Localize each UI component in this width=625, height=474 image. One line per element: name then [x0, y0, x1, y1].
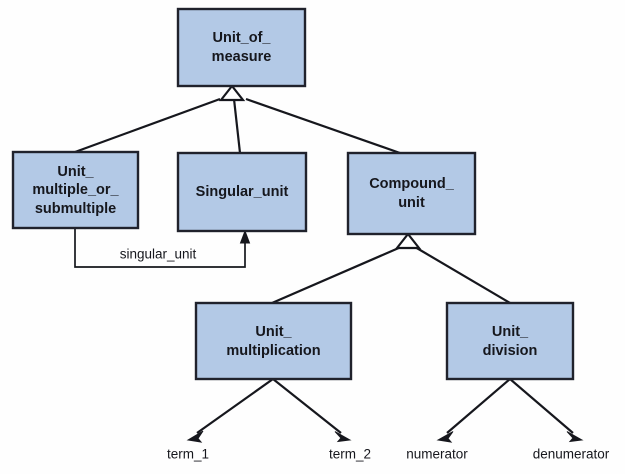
role-line-term-2	[272, 378, 342, 434]
class-rect-unit-of-measure[interactable]	[176, 7, 307, 88]
generalization-group-compound-unit	[271, 232, 511, 305]
class-label-singular-unit: Singular_unit	[196, 184, 289, 200]
generalization-line-singular-to-uom	[232, 98, 242, 154]
class-label-unit-division-line1: Unit_	[492, 324, 529, 340]
role-arrowhead-term-1	[186, 430, 204, 443]
class-box-singular-unit[interactable]: Singular_unit	[176, 151, 308, 233]
class-label-unit-multiplication-line2: multiplication	[226, 343, 320, 359]
role-line-term-1	[196, 378, 274, 434]
role-line-numerator	[446, 378, 511, 434]
generalization-triangle-unit-of-measure	[218, 84, 246, 102]
generalization-line-multiple-to-uom	[74, 97, 221, 154]
class-box-compound-unit[interactable]: Compound_ unit	[346, 151, 477, 236]
role-arrowhead-denumerator	[566, 431, 584, 443]
generalization-group-unit-of-measure	[74, 84, 401, 155]
association-line-singular-unit	[74, 228, 246, 268]
role-arrows-unit-division	[436, 378, 584, 443]
class-rect-compound-unit[interactable]	[346, 151, 477, 236]
class-label-unit-multiplication-line1: Unit_	[255, 324, 292, 340]
class-label-compound-unit-line1: Compound_	[369, 176, 455, 192]
class-rect-unit-multiplication[interactable]	[194, 301, 353, 381]
class-label-unit-multiple-line2: multiple_or_	[32, 182, 119, 198]
generalization-line-multiplication-to-compound	[271, 245, 402, 305]
class-rect-singular-unit[interactable]	[176, 151, 308, 233]
role-arrowhead-term-2	[334, 431, 352, 443]
class-label-unit-of-measure-line2: measure	[212, 49, 272, 65]
class-label-unit-division-line2: division	[483, 343, 538, 359]
role-label-denumerator: denumerator	[533, 447, 610, 462]
role-line-denumerator	[509, 378, 574, 434]
class-rect-unit-multiple-or-submultiple[interactable]	[11, 150, 140, 230]
generalization-triangle-compound-unit	[394, 232, 422, 250]
association-arrowhead-singular-unit	[239, 229, 251, 244]
class-box-unit-multiple-or-submultiple[interactable]: Unit_ multiple_or_ submultiple	[11, 150, 140, 230]
role-arrows-unit-multiplication	[186, 378, 352, 443]
class-box-unit-division[interactable]: Unit_ division	[445, 301, 575, 381]
association-singular-unit: singular_unit	[74, 228, 251, 268]
class-rect-unit-division[interactable]	[445, 301, 575, 381]
role-label-numerator: numerator	[406, 447, 468, 462]
role-arrowhead-numerator	[436, 431, 454, 443]
generalization-line-division-to-compound	[414, 246, 511, 304]
role-label-term-1: term_1	[167, 447, 209, 462]
association-label-singular-unit: singular_unit	[120, 247, 197, 262]
class-box-unit-of-measure[interactable]: Unit_of_ measure	[176, 7, 307, 88]
generalization-line-compound-to-uom	[245, 97, 401, 155]
class-label-unit-multiple-line1: Unit_	[57, 164, 94, 180]
class-label-compound-unit-line2: unit	[398, 195, 425, 211]
class-label-unit-of-measure-line1: Unit_of_	[213, 30, 272, 46]
class-box-unit-multiplication[interactable]: Unit_ multiplication	[194, 301, 353, 381]
role-label-term-2: term_2	[329, 447, 371, 462]
class-label-unit-multiple-line3: submultiple	[35, 201, 116, 217]
